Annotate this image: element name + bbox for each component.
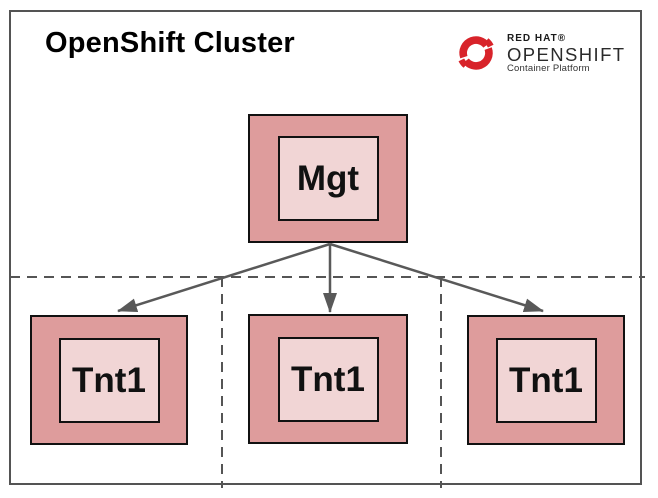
logo-subtitle-text: Container Platform — [507, 63, 590, 75]
tenant-node-1: Tnt1 — [30, 315, 188, 445]
mgt-node-label: Mgt — [296, 159, 360, 198]
redhat-openshift-logo: RED HAT® OPENSHIFT Container Platform — [454, 32, 625, 75]
logo-product-text: OPENSHIFT — [507, 44, 626, 65]
logo-brand-text: RED HAT® — [507, 33, 567, 44]
tenant-node-3-inner: Tnt1 — [495, 337, 597, 423]
openshift-logo-icon — [458, 36, 494, 70]
tenant-node-3: Tnt1 — [467, 315, 625, 445]
tenant-node-2: Tnt1 — [248, 314, 408, 444]
tenant-node-1-inner: Tnt1 — [58, 337, 160, 423]
diagram-title: OpenShift Cluster — [45, 27, 295, 59]
tenant-node-3-label: Tnt1 — [509, 360, 583, 400]
logo-text-block: RED HAT® OPENSHIFT Container Platform — [507, 32, 625, 75]
tenant-node-2-label: Tnt1 — [291, 359, 365, 399]
mgt-node: Mgt — [248, 114, 408, 243]
tenant-node-2-inner: Tnt1 — [277, 336, 379, 422]
mgt-node-inner: Mgt — [277, 136, 379, 221]
tenant-node-1-label: Tnt1 — [72, 360, 146, 400]
